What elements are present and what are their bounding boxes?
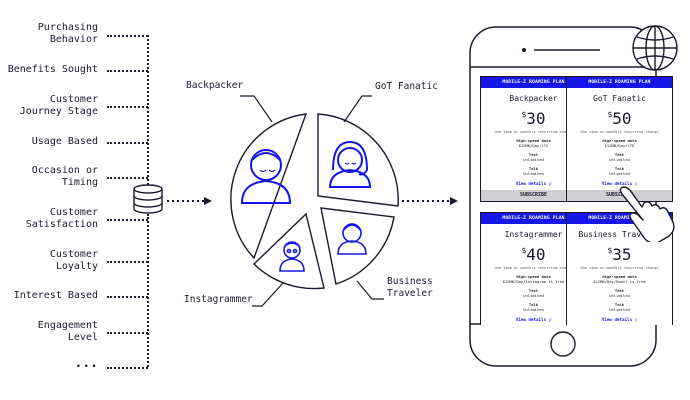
segment-got-fanatic: [317, 113, 399, 207]
criterion-connector: [107, 35, 148, 37]
criterion-interest-based: Interest Based: [13, 290, 98, 301]
criterion-connector: [107, 219, 148, 221]
view-details-link[interactable]: View details ❯: [515, 181, 552, 186]
phone-home-button: [550, 331, 576, 357]
plan-title: Instagrammer: [504, 230, 563, 239]
segment-instagrammer: [252, 212, 325, 290]
plan-note: One time or monthly recurring charge: [580, 130, 659, 134]
plan-feature-data: High-speed data$12MB/Day/LTE: [516, 138, 551, 148]
bracket-line-top: [147, 35, 149, 185]
criterion-connector: [107, 177, 148, 179]
phone-camera: [522, 48, 526, 52]
criterion-connector: [107, 70, 148, 72]
criterion-connector: [107, 261, 148, 263]
database-icon: [133, 184, 163, 214]
subscribe-button[interactable]: SUBSCRIBE: [567, 190, 672, 201]
bracket-line-bottom: [147, 214, 149, 367]
plan-price: $50: [607, 109, 632, 128]
criterion-connector: [107, 142, 148, 144]
flow-arrow-head: [204, 197, 212, 205]
pointing-hand-icon: [619, 186, 675, 242]
plan-feature-data: High-speed data$12MB/Day/LTE: [602, 138, 637, 148]
instagrammer-avatar-icon: [279, 241, 305, 272]
plan-card-header: MOBILE-Z ROAMING PLAN: [481, 213, 586, 224]
view-details-link[interactable]: View details ❯: [601, 181, 638, 186]
segment-backpacker: [230, 113, 308, 260]
segment-label-instagrammer: Instagrammer: [184, 294, 253, 305]
plan-note: One time or monthly recurring charge: [580, 266, 659, 270]
globe-icon: [632, 25, 678, 71]
flow-arrow-head: [450, 197, 458, 205]
plan-price: $40: [521, 245, 546, 264]
segment-label-backpacker: Backpacker: [186, 80, 244, 91]
plan-card-header: MOBILE-Z ROAMING PLAN: [567, 77, 672, 88]
criterion-connector: [107, 332, 148, 334]
leader-line-got-fanatic: [343, 95, 372, 123]
plan-feature-data: High-speed data$12MB/Day/Instagram is fr…: [502, 274, 565, 284]
plan-price: $35: [607, 245, 632, 264]
plan-title: GoT Fanatic: [593, 94, 646, 103]
view-details-link[interactable]: View details ❯: [601, 317, 638, 322]
business-traveler-avatar-icon: [337, 223, 367, 255]
plan-card-business-traveler[interactable]: MOBILE-Z ROAMING PLAN Business Traveler …: [566, 212, 673, 325]
plan-card-header: MOBILE-Z ROAMING PLAN: [481, 77, 586, 88]
plan-feature-data: High-speed data$12MB/Day/Email is free: [593, 274, 646, 284]
got-fanatic-avatar-icon: [328, 140, 372, 188]
criterion-more: ...: [74, 356, 98, 371]
criterion-connector: [107, 367, 148, 369]
plan-note: One time or monthly recurring charge: [494, 130, 573, 134]
plan-note: One time or monthly recurring charge: [494, 266, 573, 270]
view-details-link[interactable]: View details ❯: [515, 317, 552, 322]
leader-line-business-traveler: [356, 280, 384, 300]
criterion-connector: [107, 106, 148, 108]
leader-line-instagrammer: [252, 282, 284, 307]
criterion-benefits-sought: Benefits Sought: [7, 64, 98, 75]
plan-card-header: MOBILE-Z ROAMING PLAN: [567, 213, 672, 224]
criterion-usage-based: Usage Based: [31, 136, 98, 147]
plan-title: Business Traveler: [578, 230, 661, 239]
plan-card-got-fanatic[interactable]: MOBILE-Z ROAMING PLAN GoT Fanatic $50 On…: [566, 76, 673, 202]
subscribe-button[interactable]: SUBSCRIBE: [481, 190, 586, 201]
segment-label-got-fanatic: GoT Fanatic: [375, 81, 438, 92]
criterion-connector: [107, 296, 148, 298]
backpacker-avatar-icon: [240, 149, 292, 204]
plan-price: $30: [521, 109, 546, 128]
segment-business-traveler: [320, 207, 395, 285]
plan-title: Backpacker: [509, 94, 558, 103]
leader-line-backpacker: [240, 95, 273, 123]
